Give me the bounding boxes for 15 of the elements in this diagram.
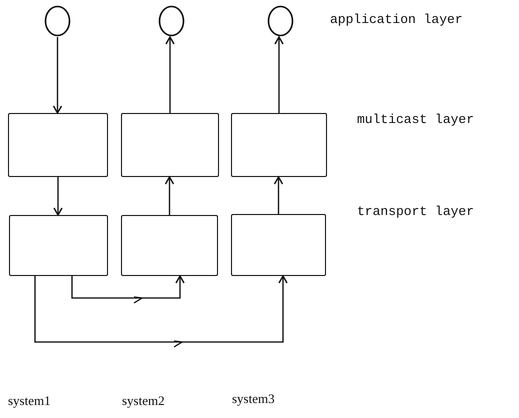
layer-box — [121, 113, 219, 177]
circle-node — [44, 5, 71, 37]
system-label: system1 — [8, 393, 51, 409]
layer-label: transport layer — [357, 204, 474, 219]
system-label: system3 — [232, 391, 275, 407]
circle-node — [267, 5, 294, 37]
system-label: system2 — [122, 393, 165, 409]
layer-box — [231, 214, 326, 276]
circle-node — [158, 5, 185, 37]
layer-box — [121, 215, 218, 276]
layer-label: application layer — [330, 12, 463, 27]
layer-box — [9, 215, 108, 276]
layer-label: multicast layer — [357, 112, 474, 127]
layer-box — [8, 113, 108, 177]
layer-box — [231, 113, 327, 177]
